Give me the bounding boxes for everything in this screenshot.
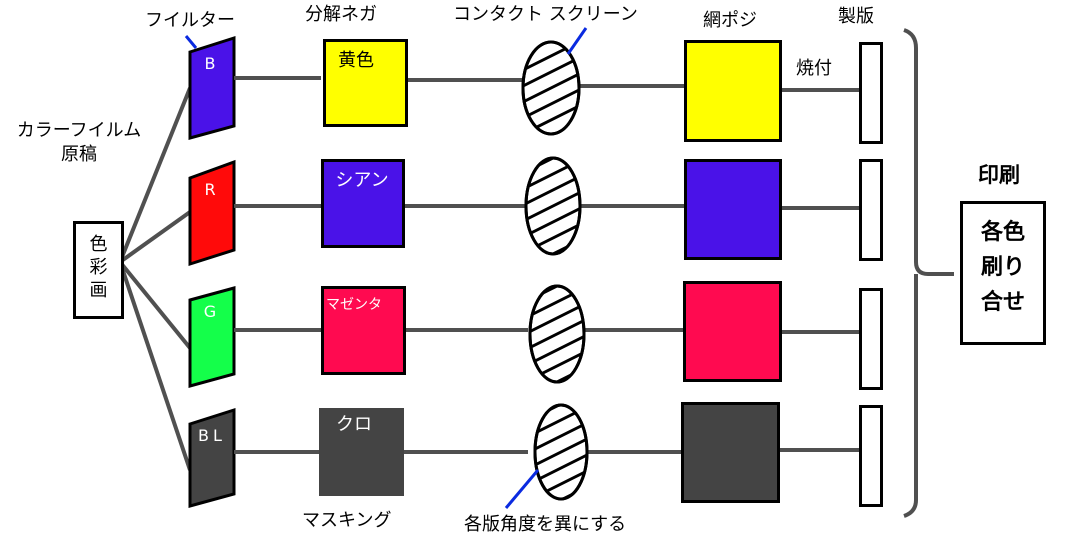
printing-plate-1 [859, 42, 883, 144]
contact-screen-label: コンタクト スクリーン [453, 4, 638, 25]
separation-negative-cyan [321, 159, 405, 248]
negative-black-label: クロ [336, 414, 372, 435]
overprint-line-2: 刷り [980, 255, 1025, 280]
filter-pointer [184, 35, 198, 49]
filter-1 [188, 35, 236, 140]
burn-in-label: 焼付 [796, 58, 832, 79]
filter-b-label: B [204, 54, 216, 73]
screen-angle-note: 各版角度を異にする [464, 514, 627, 535]
screen-hatch-4 [535, 405, 587, 499]
filter-3 [188, 286, 236, 388]
separation-negative-black [319, 408, 404, 496]
negative-yellow-label: 黄色 [338, 50, 374, 71]
original-label-line1: カラーフイルム [16, 120, 142, 141]
printing-plate-3 [859, 288, 883, 390]
contact-screen-outline-3 [528, 284, 586, 384]
halftone-positive-yellow [684, 40, 782, 142]
fan-line-3 [118, 260, 192, 350]
printing-label: 印刷 [978, 163, 1020, 187]
printing-plate-label: 製版 [838, 6, 874, 27]
filter-2 [188, 159, 236, 267]
plates-bracket [903, 28, 954, 518]
halftone-positive-cyan [684, 159, 782, 260]
overprint-box: 各色 刷り 合せ [960, 201, 1046, 345]
original-label-line2: 原稿 [61, 144, 97, 165]
negative-magenta-label: マゼンタ [326, 297, 382, 313]
screen-pointer [566, 27, 588, 55]
contact-screen-outline-4 [533, 403, 589, 501]
halftone-positive-magenta [683, 281, 782, 382]
angle-pointer [504, 469, 540, 509]
negative-cyan-label: シアン [335, 170, 389, 191]
printing-plate-2 [859, 159, 883, 261]
filter-4 [188, 407, 236, 508]
filter-g-label: G [203, 302, 217, 321]
contact-screen-outline-1 [521, 40, 581, 136]
filter-r-label: R [204, 180, 216, 199]
filter-label: フイルター [145, 10, 235, 31]
filter-bl-label: BL [198, 426, 226, 445]
printing-plate-4 [859, 405, 883, 507]
separation-negative-yellow [323, 39, 408, 127]
fan-line-4 [118, 261, 192, 471]
separation-negative-label: 分解ネガ [305, 4, 377, 25]
color-char-3: 画 [89, 280, 108, 301]
contact-screen-outline-2 [524, 156, 582, 256]
overprint-line-1: 各色 [980, 220, 1025, 245]
fan-line-1 [118, 87, 192, 263]
overprint-line-3: 合せ [980, 290, 1025, 315]
color-char-1: 色 [89, 234, 108, 255]
fan-line-2 [118, 210, 192, 264]
halftone-positive-label: 網ポジ [703, 10, 757, 31]
color-original-box: 色 彩 画 [73, 221, 124, 319]
separation-negative-magenta [321, 286, 406, 375]
halftone-positive-black [681, 402, 780, 503]
color-char-2: 彩 [89, 257, 108, 278]
masking-label: マスキング [302, 510, 392, 531]
